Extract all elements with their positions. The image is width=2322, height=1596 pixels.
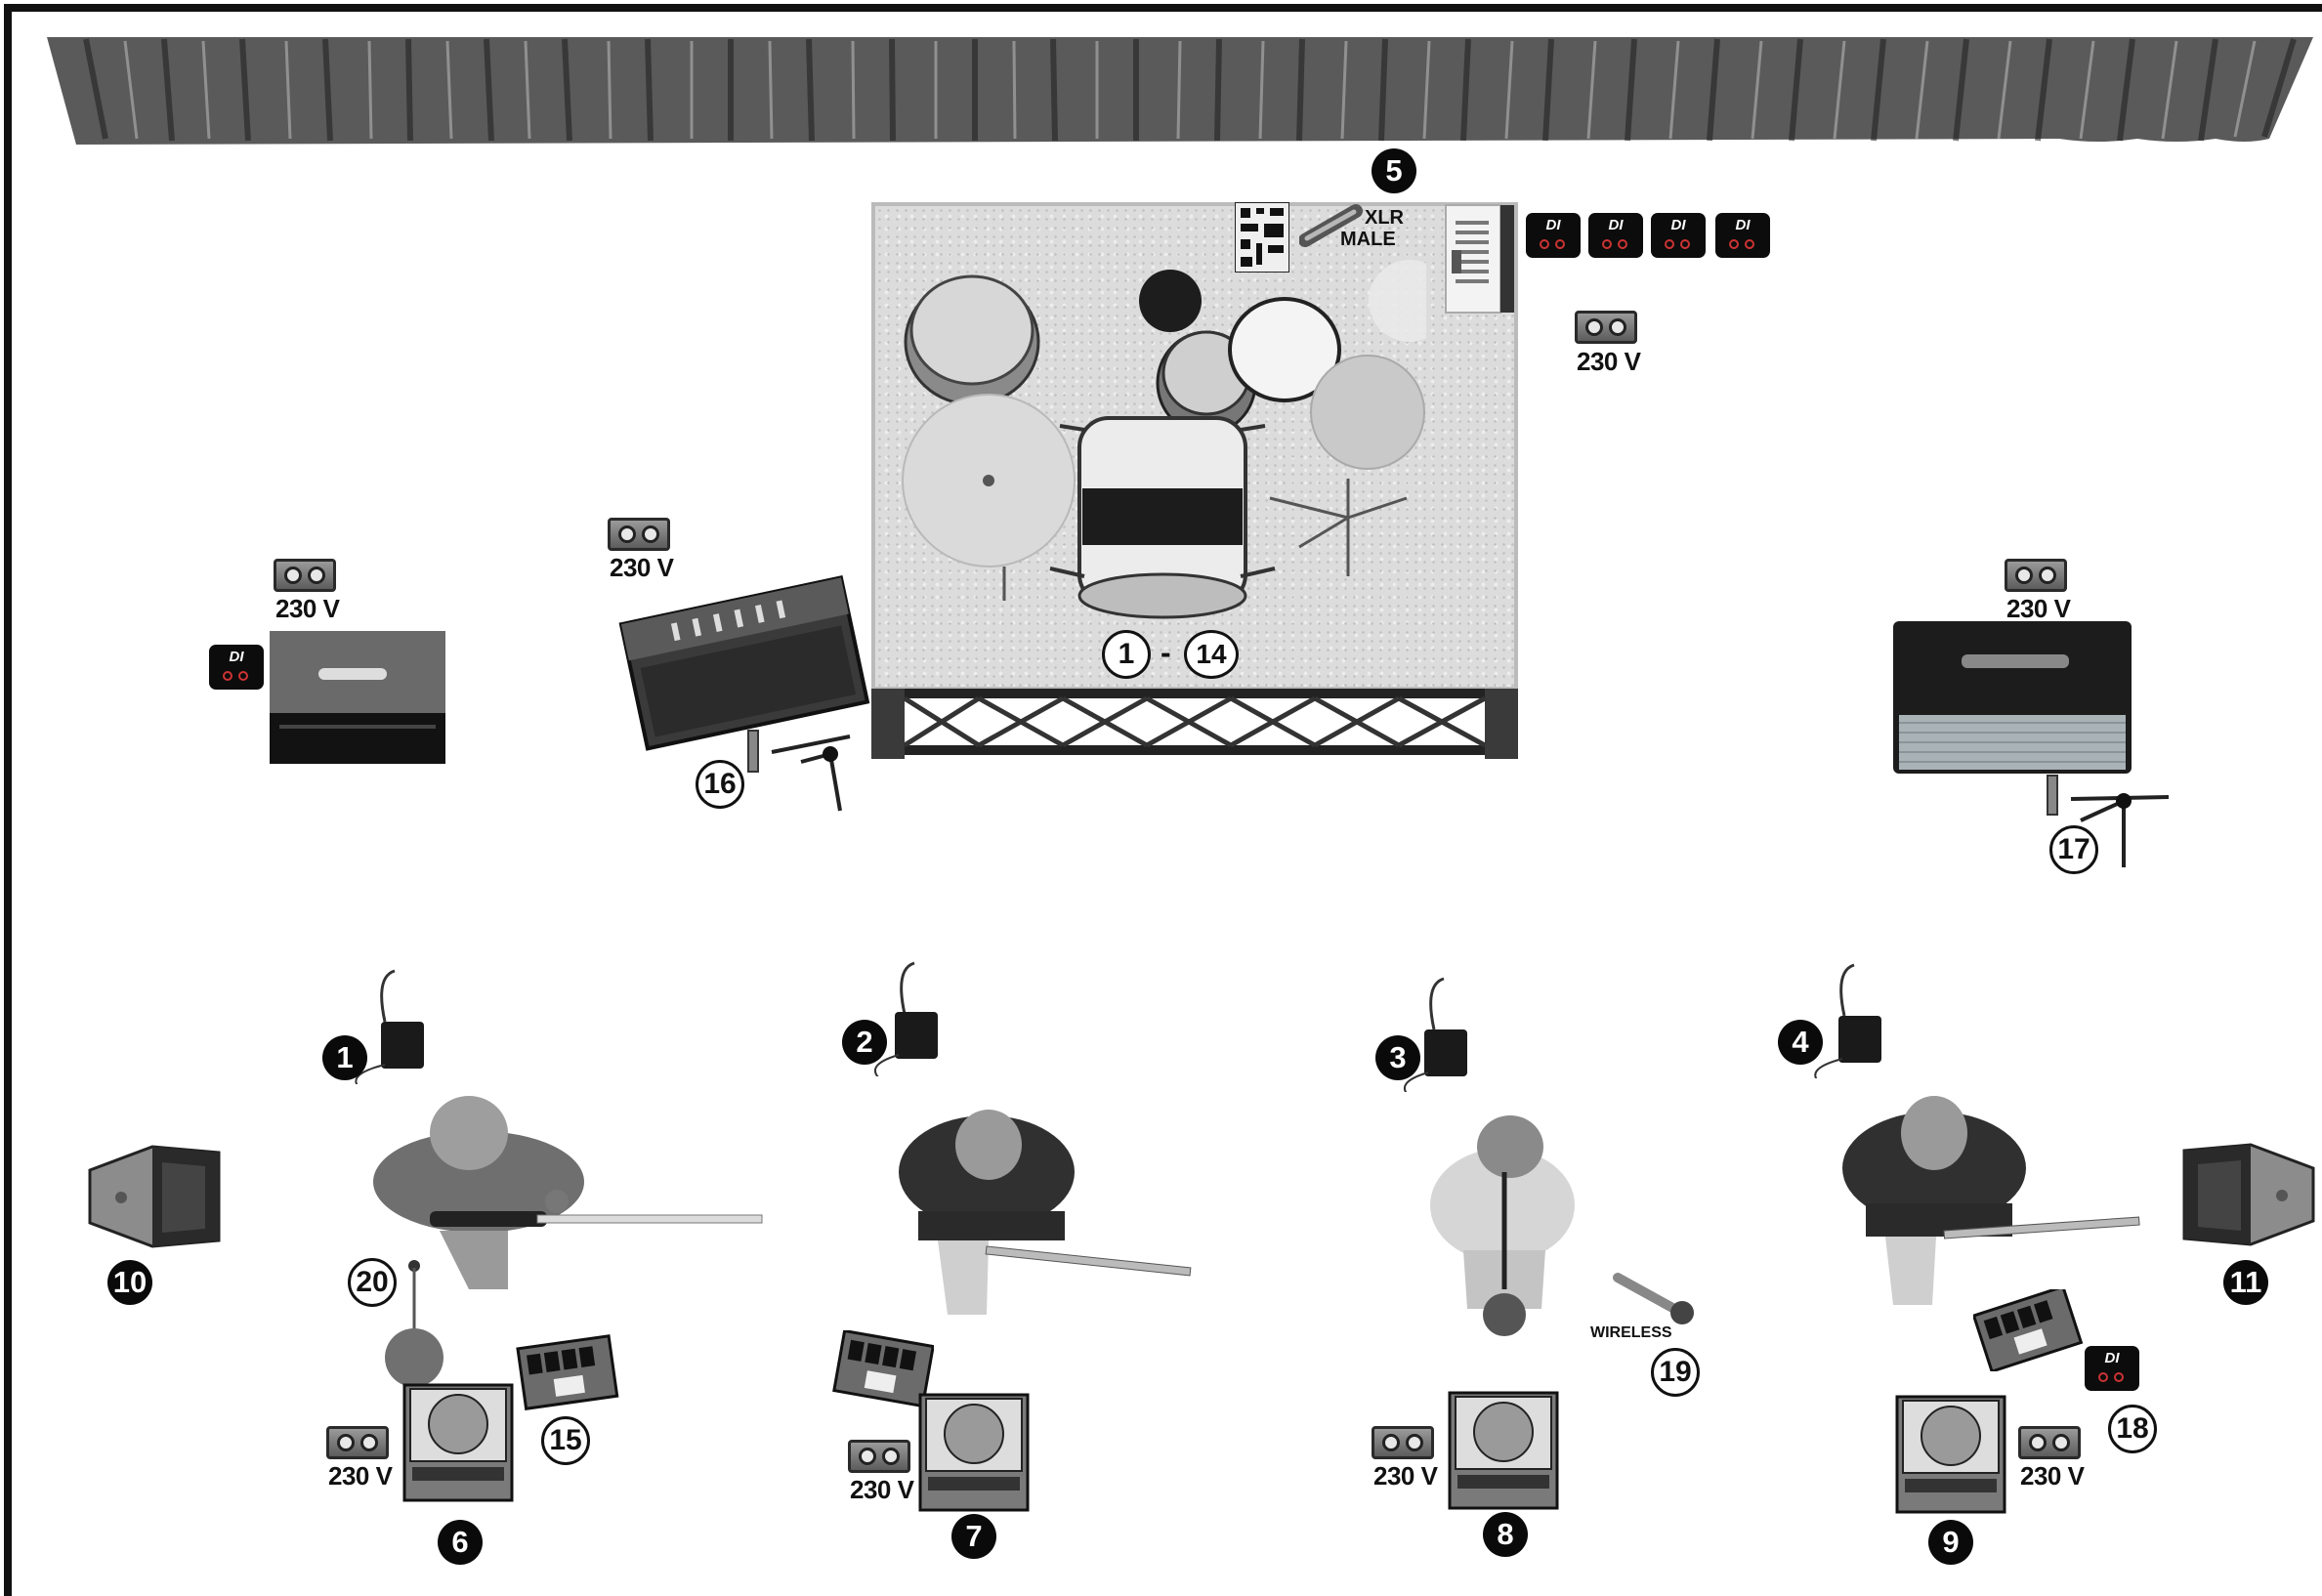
power-socket-guitar-amp-left (608, 518, 670, 551)
power-socket-monitor-6 (326, 1426, 389, 1459)
di-box-drums-4: DI (1715, 213, 1770, 258)
power-socket-drums (1575, 311, 1637, 344)
marker-side-fill-11: 11 (2223, 1260, 2268, 1305)
musician-guitarist-2 (1827, 1084, 2149, 1319)
musician-guitarist-1 (879, 1094, 1202, 1328)
power-socket-monitor-9 (2018, 1426, 2081, 1459)
riser-truss (871, 689, 1518, 759)
power-label-monitor-6: 230 V (328, 1461, 392, 1491)
bass-amp (270, 631, 449, 768)
drum-kit (879, 254, 1426, 625)
di-box-label: DI (209, 649, 264, 665)
power-socket-guitar-amp-right (2005, 559, 2067, 592)
di-box-drums-2: DI (1588, 213, 1643, 258)
marker-monitor-6: 6 (438, 1520, 483, 1565)
wireless-label: WIRELESS (1590, 1324, 1672, 1342)
di-box-label: DI (1651, 217, 1706, 233)
di-box-label: DI (2085, 1350, 2139, 1366)
power-label-drums: 230 V (1577, 347, 1640, 377)
wireless-handheld-mic (1612, 1270, 1700, 1324)
di-box-drums-3: DI (1651, 213, 1706, 258)
marker-vocal-mic-20: 20 (348, 1258, 397, 1307)
di-box-label: DI (1588, 217, 1643, 233)
marker-amp-mic-16: 16 (696, 760, 744, 809)
tom-dark (1139, 270, 1202, 332)
monitor-wedge-8 (1448, 1391, 1559, 1510)
power-socket-monitor-7 (848, 1440, 910, 1473)
marker-monitor-9: 9 (1928, 1520, 1973, 1565)
power-label-monitor-9: 230 V (2020, 1461, 2084, 1491)
power-label-monitor-7: 230 V (850, 1475, 913, 1505)
monitor-wedge-6 (402, 1383, 514, 1502)
backdrop-curtain (47, 29, 2313, 147)
pedalboard-9 (1973, 1289, 2087, 1371)
di-box-label: DI (1526, 217, 1581, 233)
laptop-icon (1442, 201, 1520, 316)
drum-range-sep: - (1161, 635, 1171, 671)
power-label-guitar-amp-right: 230 V (2006, 594, 2070, 624)
side-fill-right (2173, 1141, 2319, 1248)
drum-range-end: 14 (1184, 630, 1239, 679)
marker-musician-3: 3 (1375, 1035, 1420, 1080)
power-label-monitor-8: 230 V (1373, 1461, 1437, 1491)
crash-cymbal (1311, 356, 1424, 469)
di-box-bass: DI (209, 645, 264, 690)
marker-drums-5: 5 (1372, 148, 1416, 193)
xlr-label-line2: MALE (1340, 229, 1396, 250)
drum-range-start: 1 (1102, 630, 1151, 679)
marker-amp-mic-17: 17 (2049, 825, 2098, 874)
monitor-wedge-7 (918, 1393, 1030, 1512)
marker-monitor-7: 7 (951, 1514, 996, 1559)
wireless-pack-4 (1805, 961, 1893, 1078)
marker-side-fill-10: 10 (107, 1260, 152, 1305)
power-socket-bass-amp (274, 559, 336, 592)
marker-pedalboard-15: 15 (541, 1416, 590, 1465)
guitar-amp-right (1893, 621, 2135, 777)
di-box-drums-1: DI (1526, 213, 1581, 258)
di-box-18: DI (2085, 1346, 2139, 1391)
di-box-label: DI (1715, 217, 1770, 233)
marker-musician-2: 2 (842, 1020, 887, 1065)
monitor-wedge-9 (1895, 1395, 2006, 1514)
power-label-bass-amp: 230 V (275, 594, 339, 624)
hihat-cymbal (1369, 260, 1426, 342)
marker-musician-1: 1 (322, 1035, 367, 1080)
pedalboard-15 (516, 1334, 619, 1412)
mixer-icon (1235, 202, 1289, 273)
musician-vocalist (1424, 1113, 1590, 1338)
amp-mic-stand-left (742, 723, 869, 820)
marker-di-18: 18 (2108, 1405, 2157, 1453)
marker-wireless-19: 19 (1651, 1348, 1700, 1397)
marker-monitor-8: 8 (1483, 1512, 1528, 1557)
side-fill-left (84, 1143, 231, 1250)
xlr-label-line1: XLR (1358, 207, 1411, 229)
marker-musician-4: 4 (1778, 1020, 1823, 1065)
power-socket-monitor-8 (1372, 1426, 1434, 1459)
xlr-label: XLR (1358, 207, 1411, 229)
